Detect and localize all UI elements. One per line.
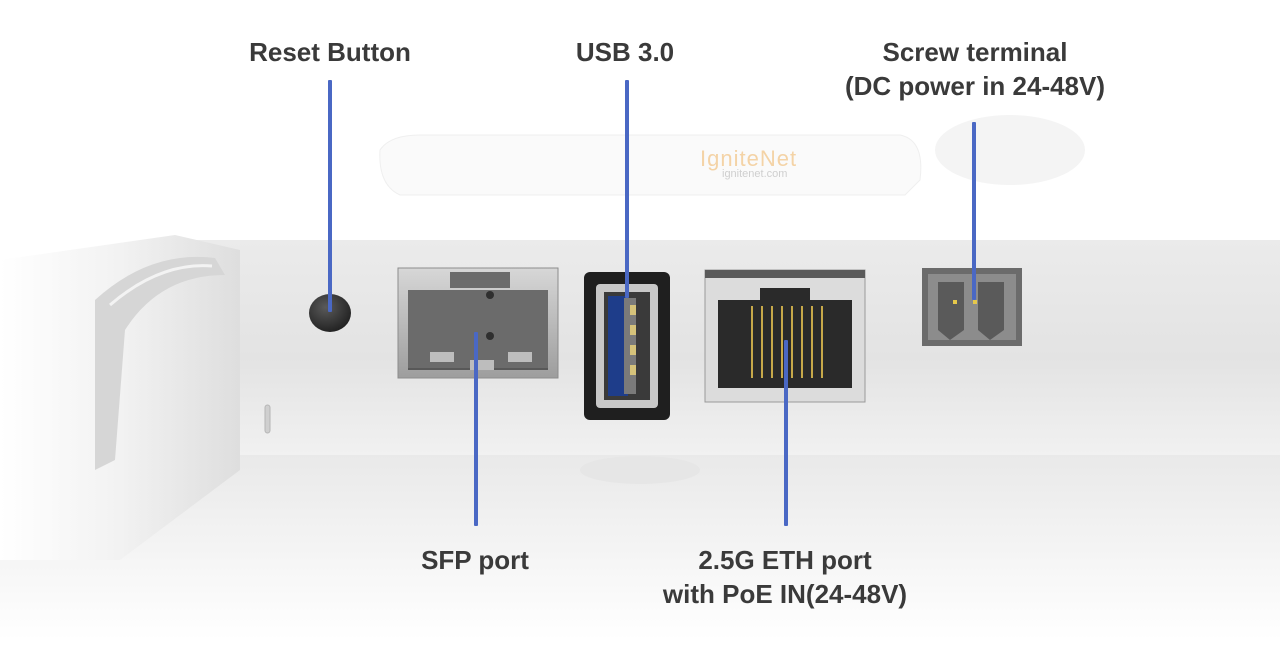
eth-port-line1: 2.5G ETH port [698, 545, 872, 575]
usb-text: USB 3.0 [575, 37, 675, 67]
screw-terminal-line1: Screw terminal [882, 37, 1068, 67]
usb-leader-line [625, 80, 629, 298]
reset-button-label: Reset Button [230, 35, 430, 69]
usb-port [584, 272, 670, 420]
usb-label: USB 3.0 [555, 35, 695, 69]
sfp-cage [397, 267, 559, 379]
eth-port-line2: with PoE IN(24-48V) [662, 579, 908, 609]
eth-leader-line [784, 340, 788, 526]
reset-button-text: Reset Button [249, 37, 411, 67]
sfp-port-label: SFP port [400, 543, 550, 577]
reset-leader-line [328, 80, 332, 312]
device-url-text: ignitenet.com [722, 168, 788, 180]
reset-button-hole [309, 294, 351, 332]
screw-terminal-label: Screw terminal (DC power in 24-48V) [820, 35, 1130, 103]
sfp-leader-line [474, 332, 478, 526]
eth-port-label: 2.5G ETH port with PoE IN(24-48V) [640, 543, 930, 611]
device-brand-logo: IgniteNet [700, 146, 798, 171]
screw-terminal-line2: (DC power in 24-48V) [844, 71, 1106, 101]
screw-terminal-leader-line [972, 122, 976, 300]
sfp-port-text: SFP port [421, 545, 529, 575]
